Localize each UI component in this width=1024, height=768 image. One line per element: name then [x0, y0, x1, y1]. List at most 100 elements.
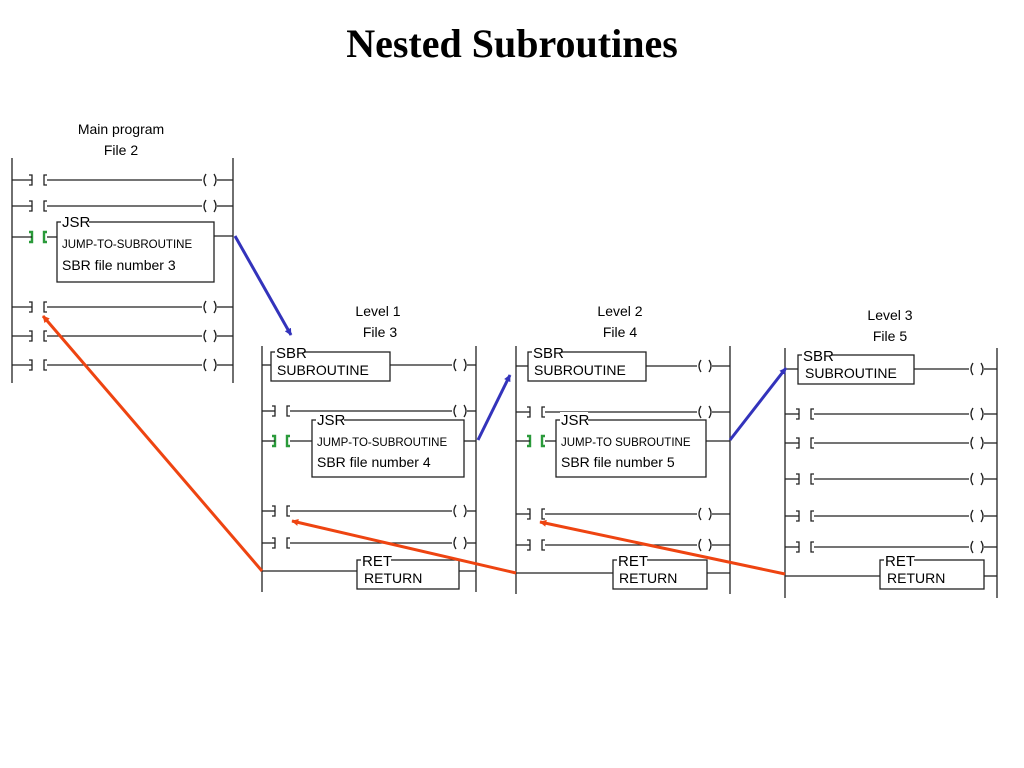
coil-left-arc [203, 300, 207, 314]
coil-right-arc [708, 507, 712, 521]
contact-right-bracket [810, 437, 814, 449]
coil-left-arc [970, 509, 974, 523]
contact-right-bracket [810, 408, 814, 420]
coil-left-arc [970, 407, 974, 421]
coil-right-arc [980, 436, 984, 450]
level2-jsr-tag: JSR [561, 412, 590, 429]
coil-left-arc [203, 358, 207, 372]
main-jsr-line2: SBR file number 3 [62, 257, 176, 273]
coil-right-arc [708, 538, 712, 552]
coil-right-arc [463, 358, 467, 372]
main-program-file-label: File 2 [104, 142, 138, 158]
level3-ret-block [879, 559, 985, 590]
contact-right-bracket [541, 508, 545, 520]
ladder-rungs [11, 158, 998, 598]
level2-sbr-line1: SUBROUTINE [534, 362, 626, 378]
contact-right-bracket [43, 174, 47, 186]
coil-right-arc [213, 358, 217, 372]
level1-ret-block [356, 559, 460, 590]
contact-right-bracket [43, 330, 47, 342]
contact-right-bracket [540, 434, 545, 448]
coil-right-arc [980, 407, 984, 421]
coil-right-arc [463, 504, 467, 518]
level3-label: Level 3 [867, 307, 912, 323]
coil-right-arc [708, 405, 712, 419]
call-arrow-main-to-level1 [233, 235, 293, 336]
level1-jsr-block [311, 419, 465, 478]
coil-left-arc [698, 538, 702, 552]
contact-right-bracket [286, 505, 290, 517]
return-arrow-level3-to-level2 [539, 519, 786, 576]
coil-left-arc [698, 507, 702, 521]
level2-sbr-tag: SBR [533, 345, 564, 362]
contact-right-bracket [286, 537, 290, 549]
level1-ret-tag: RET [362, 553, 392, 570]
contact-right-bracket [43, 301, 47, 313]
coil-left-arc [453, 404, 457, 418]
coil-right-arc [213, 199, 217, 213]
slide-title: Nested Subroutines [346, 21, 678, 66]
coil-left-arc [453, 358, 457, 372]
coil-right-arc [980, 362, 984, 376]
coil-right-arc [980, 509, 984, 523]
level2-jsr-line1: JUMP-TO SUBROUTINE [561, 437, 691, 449]
level2-jsr-block [555, 419, 707, 478]
level1-ret-line1: RETURN [364, 570, 422, 586]
contact-right-bracket [810, 510, 814, 522]
coil-right-arc [463, 536, 467, 550]
contact-right-bracket [286, 405, 290, 417]
level2-jsr-line2: SBR file number 5 [561, 454, 675, 470]
level1-sbr-tag: SBR [276, 345, 307, 362]
contact-right-bracket [541, 539, 545, 551]
coil-right-arc [213, 329, 217, 343]
coil-left-arc [203, 329, 207, 343]
return-arrow-level1-to-main [41, 315, 264, 572]
level3-file-label: File 5 [873, 328, 907, 344]
level2-label: Level 2 [597, 303, 642, 319]
level1-jsr-line1: JUMP-TO-SUBROUTINE [317, 437, 447, 449]
level1-sbr-line1: SUBROUTINE [277, 362, 369, 378]
call-arrow-level1-to-level2 [476, 374, 512, 441]
contact-right-bracket [810, 541, 814, 553]
contact-right-bracket [43, 200, 47, 212]
main-program-label: Main program [78, 121, 164, 137]
level2-ret-line1: RETURN [619, 570, 677, 586]
level2-ret-tag: RET [618, 553, 648, 570]
coil-right-arc [213, 300, 217, 314]
level2-file-label: File 4 [603, 324, 637, 340]
coil-left-arc [698, 359, 702, 373]
coil-left-arc [698, 405, 702, 419]
level3-ret-tag: RET [885, 553, 915, 570]
coil-left-arc [970, 540, 974, 554]
coil-right-arc [463, 404, 467, 418]
level1-label: Level 1 [355, 303, 400, 319]
coil-right-arc [213, 173, 217, 187]
level1-jsr-line2: SBR file number 4 [317, 454, 431, 470]
coil-left-arc [970, 436, 974, 450]
level3-sbr-tag: SBR [803, 348, 834, 365]
level3-ret-line1: RETURN [887, 570, 945, 586]
call-arrow-level2-to-level3 [728, 367, 788, 441]
coil-right-arc [980, 472, 984, 486]
main-jsr-line1: JUMP-TO-SUBROUTINE [62, 239, 192, 251]
coil-left-arc [453, 536, 457, 550]
contact-right-bracket [810, 473, 814, 485]
main-jsr-tag: JSR [62, 214, 91, 231]
return-arrow-level2-to-level1 [291, 519, 517, 575]
coil-left-arc [203, 173, 207, 187]
level3-sbr-line1: SUBROUTINE [805, 365, 897, 381]
coil-left-arc [203, 199, 207, 213]
coil-right-arc [708, 359, 712, 373]
coil-left-arc [453, 504, 457, 518]
contact-right-bracket [42, 230, 47, 244]
main-jsr-block [56, 221, 215, 283]
contact-right-bracket [43, 359, 47, 371]
contact-right-bracket [285, 434, 290, 448]
coil-left-arc [970, 362, 974, 376]
coil-right-arc [980, 540, 984, 554]
level1-file-label: File 3 [363, 324, 397, 340]
contact-right-bracket [541, 406, 545, 418]
coil-left-arc [970, 472, 974, 486]
level1-jsr-tag: JSR [317, 412, 346, 429]
